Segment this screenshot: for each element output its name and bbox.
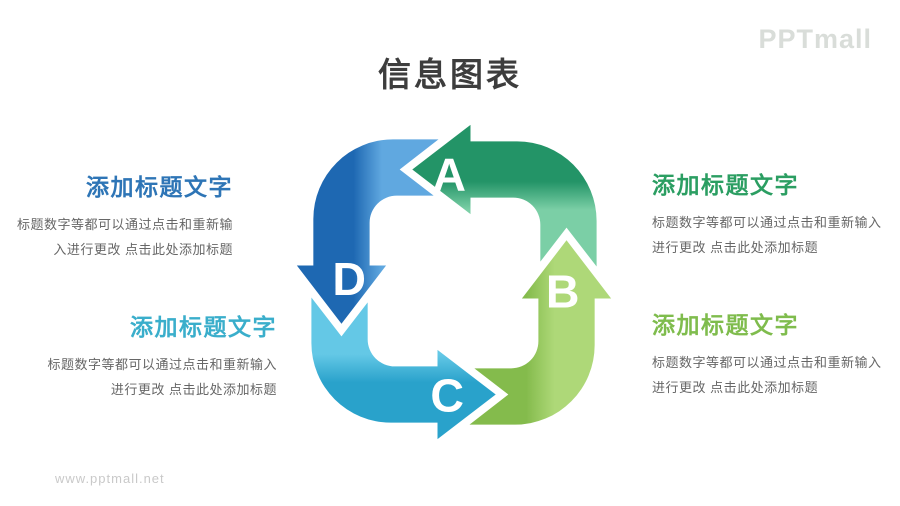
step-label-c: C — [430, 369, 464, 421]
step-label-d: D — [332, 253, 366, 305]
text-block-bottom-right: 添加标题文字 标题数字等都可以通过点击和重新输入 进行更改 点击此处添加标题 — [652, 306, 892, 400]
block-body-line: 标题数字等都可以通过点击和重新输入 — [47, 357, 277, 372]
pptmall-logo: PPTmall — [758, 24, 872, 54]
step-label-a: A — [432, 148, 466, 200]
block-heading: 添加标题文字 — [130, 314, 277, 340]
page-title: 信息图表 — [378, 56, 522, 93]
text-block-top-right: 添加标题文字 标题数字等都可以通过点击和重新输入 进行更改 点击此处添加标题 — [652, 166, 892, 260]
block-body-line: 进行更改 点击此处添加标题 — [652, 240, 819, 255]
block-heading: 添加标题文字 — [652, 312, 799, 338]
block-body-line: 标题数字等都可以通过点击和重新输 — [16, 217, 233, 232]
text-block-top-left: 添加标题文字 标题数字等都可以通过点击和重新输 入进行更改 点击此处添加标题 — [0, 168, 233, 262]
watermark-url: www.pptmall.net — [55, 471, 165, 486]
block-heading: 添加标题文字 — [86, 174, 233, 200]
block-body-line: 标题数字等都可以通过点击和重新输入 — [652, 215, 882, 230]
block-body-line: 进行更改 点击此处添加标题 — [110, 382, 277, 397]
block-heading: 添加标题文字 — [652, 172, 799, 198]
block-body-line: 进行更改 点击此处添加标题 — [652, 380, 819, 395]
step-label-b: B — [546, 266, 580, 318]
text-block-bottom-left: 添加标题文字 标题数字等都可以通过点击和重新输入 进行更改 点击此处添加标题 — [0, 308, 277, 402]
block-body-line: 入进行更改 点击此处添加标题 — [53, 242, 233, 257]
cycle-arrows-diagram: A B C D — [296, 124, 612, 440]
block-body-line: 标题数字等都可以通过点击和重新输入 — [652, 355, 882, 370]
